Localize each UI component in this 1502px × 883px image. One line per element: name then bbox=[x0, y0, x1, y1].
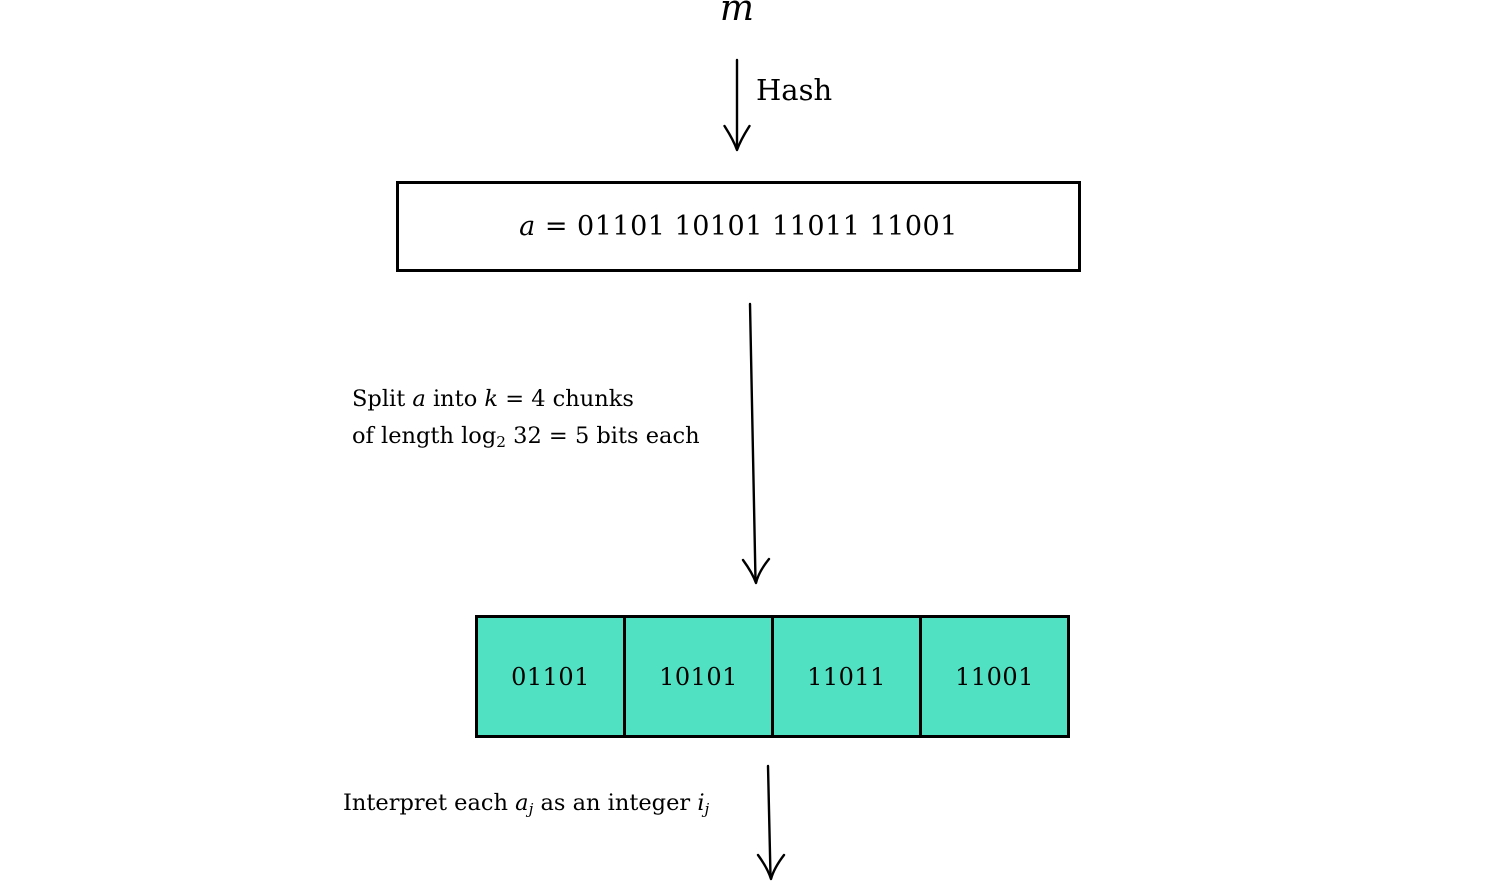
split-annotation-line2: of length log2 32 = 5 bits each bbox=[352, 418, 700, 455]
hash-output-var: a bbox=[519, 211, 536, 242]
split-annotation: Split a into k = 4 chunks of length log2… bbox=[352, 381, 700, 455]
hash-output-box: a = 01101 10101 11011 11001 bbox=[396, 181, 1081, 272]
interpret-text: as an integer bbox=[533, 790, 698, 816]
split-var-k: k bbox=[484, 386, 499, 412]
split-arrow-icon bbox=[741, 302, 771, 585]
message-variable: m bbox=[719, 0, 755, 29]
split-text: 32 = 5 bits each bbox=[506, 423, 700, 449]
interpret-var-a: a bbox=[515, 790, 529, 816]
hash-arrow-label: Hash bbox=[756, 73, 833, 107]
log-subscript: 2 bbox=[496, 432, 506, 451]
chunk-value-4: 11001 bbox=[955, 662, 1034, 691]
interpret-var-i: i bbox=[697, 790, 705, 816]
interpret-var-a-subscript: j bbox=[528, 799, 534, 818]
interpret-annotation: Interpret each aj as an integer ij bbox=[343, 788, 709, 818]
interpret-var-i-subscript: j bbox=[704, 799, 710, 818]
chunk-cell-3: 11011 bbox=[771, 618, 919, 735]
interpret-text: Interpret each bbox=[343, 790, 516, 816]
chunk-row: 01101 10101 11011 11001 bbox=[475, 615, 1070, 738]
chunk-cell-4: 11001 bbox=[919, 618, 1067, 735]
split-text: = 4 chunks bbox=[498, 386, 634, 412]
chunk-cell-1: 01101 bbox=[478, 618, 623, 735]
chunk-value-3: 11011 bbox=[807, 662, 886, 691]
split-text: of length log bbox=[352, 423, 497, 449]
interpret-arrow-icon bbox=[756, 764, 786, 881]
split-text: Split bbox=[352, 386, 413, 412]
split-text: into bbox=[425, 386, 485, 412]
chunk-cell-2: 10101 bbox=[623, 618, 771, 735]
chunk-value-1: 01101 bbox=[511, 662, 590, 691]
hash-output-value: = 01101 10101 11011 11001 bbox=[535, 211, 958, 242]
chunk-value-2: 10101 bbox=[659, 662, 738, 691]
hash-arrow-icon bbox=[723, 58, 751, 152]
split-var-a: a bbox=[412, 386, 426, 412]
split-annotation-line1: Split a into k = 4 chunks bbox=[352, 381, 700, 418]
hash-output-formula: a = 01101 10101 11011 11001 bbox=[519, 211, 958, 242]
